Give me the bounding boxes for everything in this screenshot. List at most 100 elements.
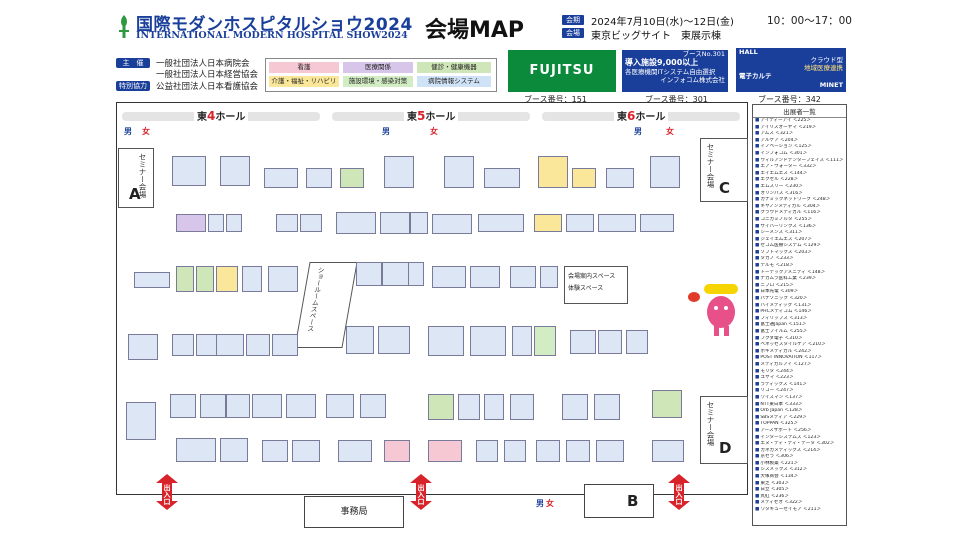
- exhibitor-list-item[interactable]: フクダ電子 ＜310＞: [753, 336, 846, 343]
- exhibit-booth[interactable]: [172, 334, 194, 356]
- exhibitor-list-item[interactable]: NTT東日本 ＜333＞: [753, 402, 846, 409]
- exhibit-booth[interactable]: [540, 266, 558, 288]
- exhibit-booth[interactable]: [170, 394, 196, 418]
- exhibit-booth[interactable]: [432, 214, 472, 234]
- special-area-guide[interactable]: 会場案内スペース 体験スペース: [564, 266, 628, 304]
- exhibitor-list-item[interactable]: エクセル ＜228＞: [753, 177, 846, 184]
- exhibitor-list-item[interactable]: シスメックス ＜312＞: [753, 467, 846, 474]
- exhibit-booth[interactable]: [382, 262, 410, 286]
- exhibitor-list-item[interactable]: エヌ・ティ・ティ・データ ＜302＞: [753, 441, 846, 448]
- exhibit-booth[interactable]: [384, 156, 414, 188]
- exhibit-booth[interactable]: [346, 326, 374, 354]
- exhibit-booth[interactable]: [534, 326, 556, 356]
- exhibit-booth[interactable]: [264, 168, 298, 188]
- exhibit-booth[interactable]: [594, 394, 620, 420]
- exhibit-booth[interactable]: [220, 156, 250, 186]
- exhibit-booth[interactable]: [262, 440, 288, 462]
- exhibitor-list-item[interactable]: コニカミノルタ ＜255＞: [753, 217, 846, 224]
- exhibit-booth[interactable]: [470, 266, 500, 288]
- exhibit-booth[interactable]: [512, 326, 532, 356]
- exhibit-booth[interactable]: [340, 168, 364, 188]
- exhibit-booth[interactable]: [360, 394, 386, 418]
- exhibitor-list-item[interactable]: TOPPAN ＜325＞: [753, 421, 846, 428]
- exhibit-booth[interactable]: [176, 266, 194, 292]
- exhibit-booth[interactable]: [176, 214, 206, 232]
- exhibit-booth[interactable]: [378, 326, 410, 354]
- exhibit-booth[interactable]: [504, 440, 526, 462]
- exhibitor-list-item[interactable]: タカノ ＜233＞: [753, 256, 846, 263]
- exhibitor-list-item[interactable]: エイエムエス ＜144＞: [753, 171, 846, 178]
- exhibit-booth[interactable]: [652, 390, 682, 418]
- exhibit-booth[interactable]: [246, 334, 270, 356]
- exhibit-booth[interactable]: [428, 394, 454, 420]
- exhibitor-list-item[interactable]: ワイズマン ＜137＞: [753, 395, 846, 402]
- exit-arrow-icon[interactable]: [410, 474, 432, 510]
- exhibitor-list-item[interactable]: エムスリー ＜230＞: [753, 184, 846, 191]
- exhibitor-list-item[interactable]: 日立 ＜305＞: [753, 487, 846, 494]
- exhibitor-list-item[interactable]: ソフトマックス ＜203＞: [753, 250, 846, 257]
- exhibitor-list-item[interactable]: イノベーション ＜125＞: [753, 144, 846, 151]
- exhibitor-list-item[interactable]: SBSメディア ＜229＞: [753, 415, 846, 422]
- exhibit-booth[interactable]: [286, 394, 316, 418]
- exhibitor-list-item[interactable]: シーメンス ＜311＞: [753, 230, 846, 237]
- exhibit-booth[interactable]: [196, 266, 214, 292]
- exhibitor-list-item[interactable]: PHCメディコム ＜146＞: [753, 309, 846, 316]
- exhibit-booth[interactable]: [484, 394, 504, 420]
- exhibit-booth[interactable]: [510, 394, 534, 420]
- exhibitor-list-item[interactable]: Orb Japan ＜128＞: [753, 408, 846, 415]
- exhibitor-list-item[interactable]: アイリスオーヤマ ＜219＞: [753, 125, 846, 132]
- seminar-room-a[interactable]: セミナー会場 A: [118, 148, 154, 208]
- exhibit-booth[interactable]: [562, 394, 588, 420]
- seminar-room-b[interactable]: B: [584, 484, 654, 518]
- exhibitor-list-item[interactable]: カナミックネットワーク ＜248＞: [753, 197, 846, 204]
- exhibitor-list-item[interactable]: ニプロ ＜215＞: [753, 283, 846, 290]
- exhibit-booth[interactable]: [196, 334, 218, 356]
- exhibit-booth[interactable]: [276, 214, 298, 232]
- exhibitor-list-item[interactable]: ホギメディカル ＜242＞: [753, 349, 846, 356]
- exhibitor-list-item[interactable]: モリタ ＜244＞: [753, 369, 846, 376]
- exhibit-booth[interactable]: [484, 168, 520, 188]
- exhibitor-list-item[interactable]: ユヤマ ＜223＞: [753, 375, 846, 382]
- minet-ad[interactable]: HALL クラウド型 地域医療連携 電子カルテ MINET: [736, 48, 846, 92]
- exhibitor-list-item[interactable]: 富士通Japan ＜151＞: [753, 322, 846, 329]
- infocom-ad[interactable]: ブースNo.301 導入施設9,000以上 各医療機関ITシステム自由選択 イン…: [622, 50, 728, 92]
- exhibitor-list-item[interactable]: ウィルアンドデンターフェイス ＜111＞: [753, 158, 846, 165]
- exhibit-booth[interactable]: [306, 168, 332, 188]
- exhibitor-list-item[interactable]: オリンパス ＜316＞: [753, 191, 846, 198]
- exhibitor-list-item[interactable]: 日本光電 ＜309＞: [753, 289, 846, 296]
- seminar-room-d[interactable]: セミナー会場 D: [700, 396, 748, 464]
- exhibitor-list-item[interactable]: アイティーアイ ＜225＞: [753, 118, 846, 125]
- exhibit-booth[interactable]: [226, 394, 250, 418]
- exhibit-booth[interactable]: [650, 156, 680, 188]
- exhibit-booth[interactable]: [268, 266, 298, 292]
- exhibit-booth[interactable]: [216, 334, 244, 356]
- exhibit-booth[interactable]: [570, 330, 596, 354]
- exhibitor-list-item[interactable]: リコー ＜247＞: [753, 388, 846, 395]
- exhibit-booth[interactable]: [134, 272, 170, 288]
- exhibit-booth[interactable]: [652, 440, 684, 462]
- exhibit-booth[interactable]: [384, 440, 410, 462]
- exhibit-booth[interactable]: [272, 334, 298, 356]
- exhibit-booth[interactable]: [598, 214, 636, 232]
- exhibitor-list-item[interactable]: アムス ＜321＞: [753, 131, 846, 138]
- exhibit-booth[interactable]: [572, 168, 596, 188]
- exhibitor-list-item[interactable]: キヤノンメディカル ＜304＞: [753, 204, 846, 211]
- exhibitor-list-item[interactable]: トーテックアメニティ ＜148＞: [753, 270, 846, 277]
- exhibit-booth[interactable]: [356, 262, 382, 286]
- exhibit-booth[interactable]: [336, 212, 376, 234]
- exhibit-booth[interactable]: [510, 266, 536, 288]
- exhibit-booth[interactable]: [226, 214, 242, 232]
- exhibit-booth[interactable]: [538, 156, 568, 188]
- exhibitor-list-item[interactable]: カネカメディックス ＜214＞: [753, 448, 846, 455]
- exhibitor-list-item[interactable]: メディセオ ＜322＞: [753, 500, 846, 507]
- exhibitor-list-item[interactable]: ナカムラ医科工業 ＜239＞: [753, 276, 846, 283]
- exhibitor-list-item[interactable]: メディカルアイ ＜127＞: [753, 362, 846, 369]
- exhibitor-list-item[interactable]: ワタキューセイモア ＜211＞: [753, 507, 846, 514]
- exhibitor-list-item[interactable]: 東芝 ＜303＞: [753, 481, 846, 488]
- exhibit-booth[interactable]: [476, 440, 498, 462]
- exhibitor-list-item[interactable]: ハイメディック ＜131＞: [753, 303, 846, 310]
- fujitsu-ad[interactable]: FUJITSU: [508, 50, 616, 92]
- exhibitor-list-item[interactable]: 京セラ ＜306＞: [753, 454, 846, 461]
- exhibitor-list-item[interactable]: アースサポート ＜256＞: [753, 428, 846, 435]
- exhibitor-list-item[interactable]: 丸紅 ＜236＞: [753, 494, 846, 501]
